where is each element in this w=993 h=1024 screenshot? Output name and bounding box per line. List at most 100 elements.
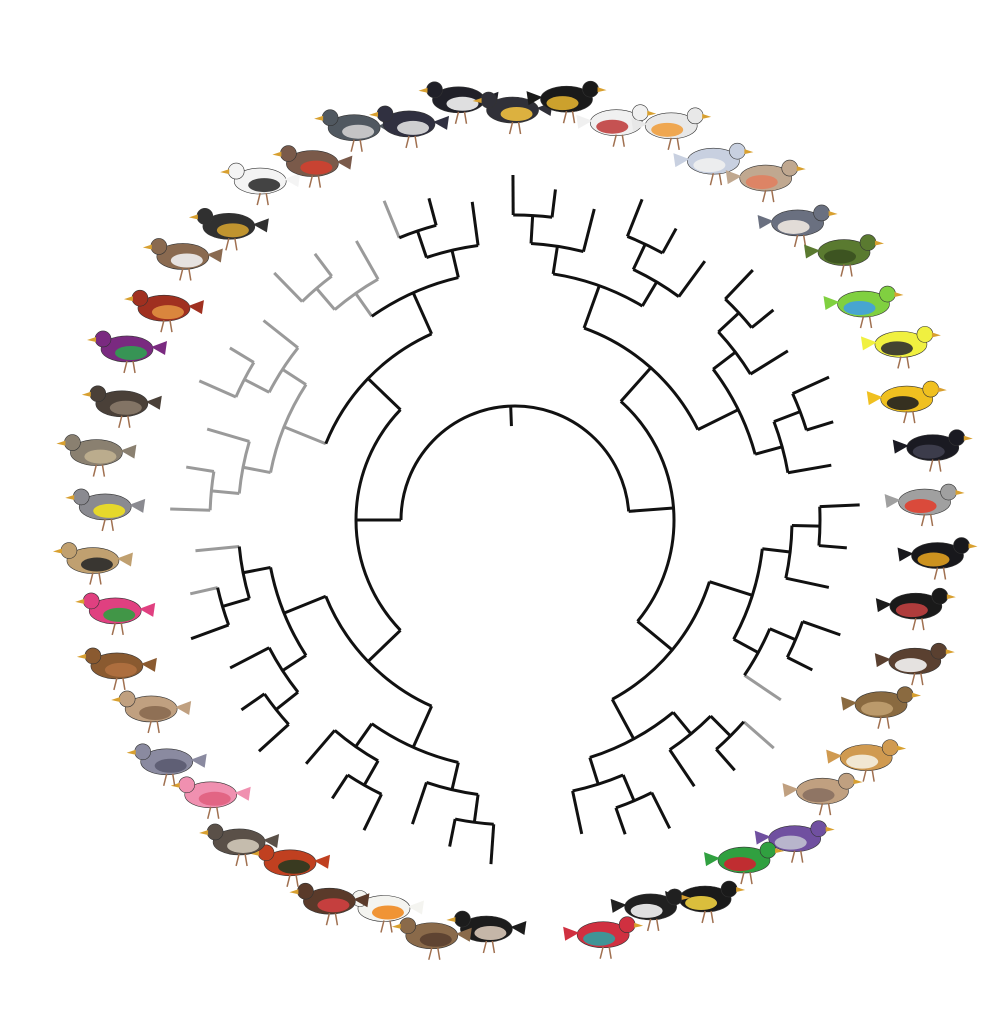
blackbird-illustration (897, 537, 978, 580)
bird-head (454, 910, 471, 928)
branch (362, 793, 383, 831)
bird-tail (874, 653, 891, 668)
branch (641, 281, 658, 307)
bird-belly (154, 758, 187, 773)
bird-leg (793, 234, 799, 248)
branch-arc (269, 567, 308, 657)
branch (242, 465, 271, 475)
branch-arc (234, 361, 256, 398)
branch-arc (732, 548, 764, 640)
seriema-illustration (725, 159, 806, 203)
branch (724, 269, 754, 301)
branch-arc (513, 213, 553, 219)
rooster-illustration (250, 844, 331, 887)
bird-tail (757, 214, 774, 229)
branch-arc (237, 441, 251, 494)
cuckoo-illustration (65, 488, 146, 532)
branch-arc (615, 791, 653, 810)
bird-leg (942, 567, 947, 580)
bird-head (131, 289, 149, 307)
branch-arc (269, 383, 308, 473)
bird-head (931, 587, 949, 605)
bird-belly (724, 857, 757, 872)
bird-belly (886, 396, 919, 411)
bird-leg (906, 356, 910, 369)
bird-leg (859, 315, 865, 329)
bustard-illustration (52, 542, 133, 585)
bird-belly (278, 859, 311, 874)
branch (281, 368, 307, 386)
bird-head (666, 888, 683, 906)
bird-leg (235, 853, 240, 867)
branch-arc (216, 587, 231, 626)
bird-belly (861, 701, 894, 716)
branch (628, 506, 674, 513)
bird-head (178, 776, 196, 794)
bird-leg (317, 175, 322, 188)
branch (762, 547, 791, 554)
bird-leg (621, 134, 625, 147)
bird-leg (171, 773, 176, 786)
bird-leg (920, 673, 924, 686)
bird-beak (81, 391, 91, 397)
bird-leg (710, 910, 714, 924)
branch-arc (267, 646, 300, 694)
bird-leg (127, 415, 131, 428)
bird-beak (220, 169, 230, 175)
bird-tail (234, 786, 251, 801)
bird-tail (314, 854, 331, 869)
branch-arc (611, 581, 711, 701)
branch-arc (399, 404, 631, 521)
bird-leg (206, 806, 212, 819)
bird-leg (101, 518, 106, 532)
bird-head (930, 642, 948, 660)
pelican-illustration (631, 107, 712, 151)
bird-leg (113, 677, 118, 691)
bird-tail (782, 783, 799, 798)
sunbittern-illustration (272, 145, 353, 188)
bird-belly (912, 444, 945, 459)
branch (489, 824, 496, 865)
bird-head (896, 686, 914, 703)
bird-beak (250, 850, 260, 856)
branch (588, 757, 600, 785)
bird-belly (93, 503, 126, 518)
bird-leg (215, 806, 220, 819)
bird-beak (796, 166, 806, 172)
branch (185, 465, 215, 473)
branch (304, 729, 336, 765)
branch (243, 378, 270, 394)
grebe-illustration (199, 823, 280, 867)
bird-belly (894, 658, 927, 673)
branch (582, 285, 601, 329)
bird-leg (156, 720, 160, 734)
trogon-illustration (704, 841, 785, 885)
loon-illustration (314, 109, 395, 152)
bird-tail (875, 598, 892, 613)
branch-arc (791, 393, 808, 431)
bird-tail (826, 749, 843, 764)
branch (240, 692, 266, 712)
swift-illustration (81, 385, 162, 428)
branch (672, 711, 693, 735)
bird-leg (921, 618, 925, 631)
bird-beak (647, 110, 657, 116)
bird-belly (248, 178, 281, 193)
branch (222, 597, 250, 608)
branch-arc (619, 400, 676, 623)
bird-beak (955, 490, 965, 496)
branch (410, 781, 428, 825)
bird-leg (799, 850, 804, 863)
branch (743, 673, 782, 702)
bird-leg (762, 189, 767, 203)
branch (195, 545, 240, 553)
branch (450, 762, 460, 791)
ostrich-illustration (446, 910, 527, 954)
bird-head (196, 208, 214, 225)
bird-beak (76, 653, 86, 659)
branch (275, 690, 299, 711)
bird-head (82, 592, 100, 610)
bird-leg (92, 464, 98, 477)
branch (198, 379, 237, 399)
